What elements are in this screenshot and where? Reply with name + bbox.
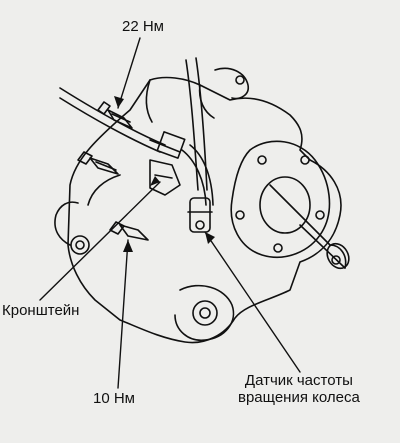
bolt-middle bbox=[77, 151, 119, 175]
hose-lines bbox=[59, 87, 214, 206]
mounting-eye bbox=[174, 284, 235, 341]
leader-lines bbox=[39, 37, 301, 389]
sensor-label: Датчик частоты вращения колеса bbox=[238, 372, 360, 406]
sensor-label-line1: Датчик частоты bbox=[244, 372, 353, 389]
torque-label-bottom: 10 Нм bbox=[93, 390, 135, 407]
torque-label-top: 22 Нм bbox=[122, 18, 164, 35]
leader-arrowheads bbox=[114, 96, 215, 252]
wheel-speed-sensor bbox=[187, 197, 213, 233]
leader-torque-bottom bbox=[117, 239, 129, 389]
hub-shaft bbox=[259, 176, 350, 270]
sensor-label-line2: вращения колеса bbox=[238, 389, 360, 406]
hub-flange bbox=[230, 140, 331, 259]
bracket bbox=[149, 159, 181, 196]
lower-left-eye bbox=[70, 235, 90, 255]
knuckle-body bbox=[54, 67, 342, 344]
bracket-label: Кронштейн bbox=[2, 302, 80, 319]
sensor-cable bbox=[185, 57, 208, 191]
leader-torque-top bbox=[117, 37, 141, 109]
bolt-bottom bbox=[109, 221, 149, 241]
leader-bracket bbox=[39, 181, 161, 301]
leader-sensor bbox=[204, 231, 301, 373]
bolt-top bbox=[97, 101, 133, 129]
